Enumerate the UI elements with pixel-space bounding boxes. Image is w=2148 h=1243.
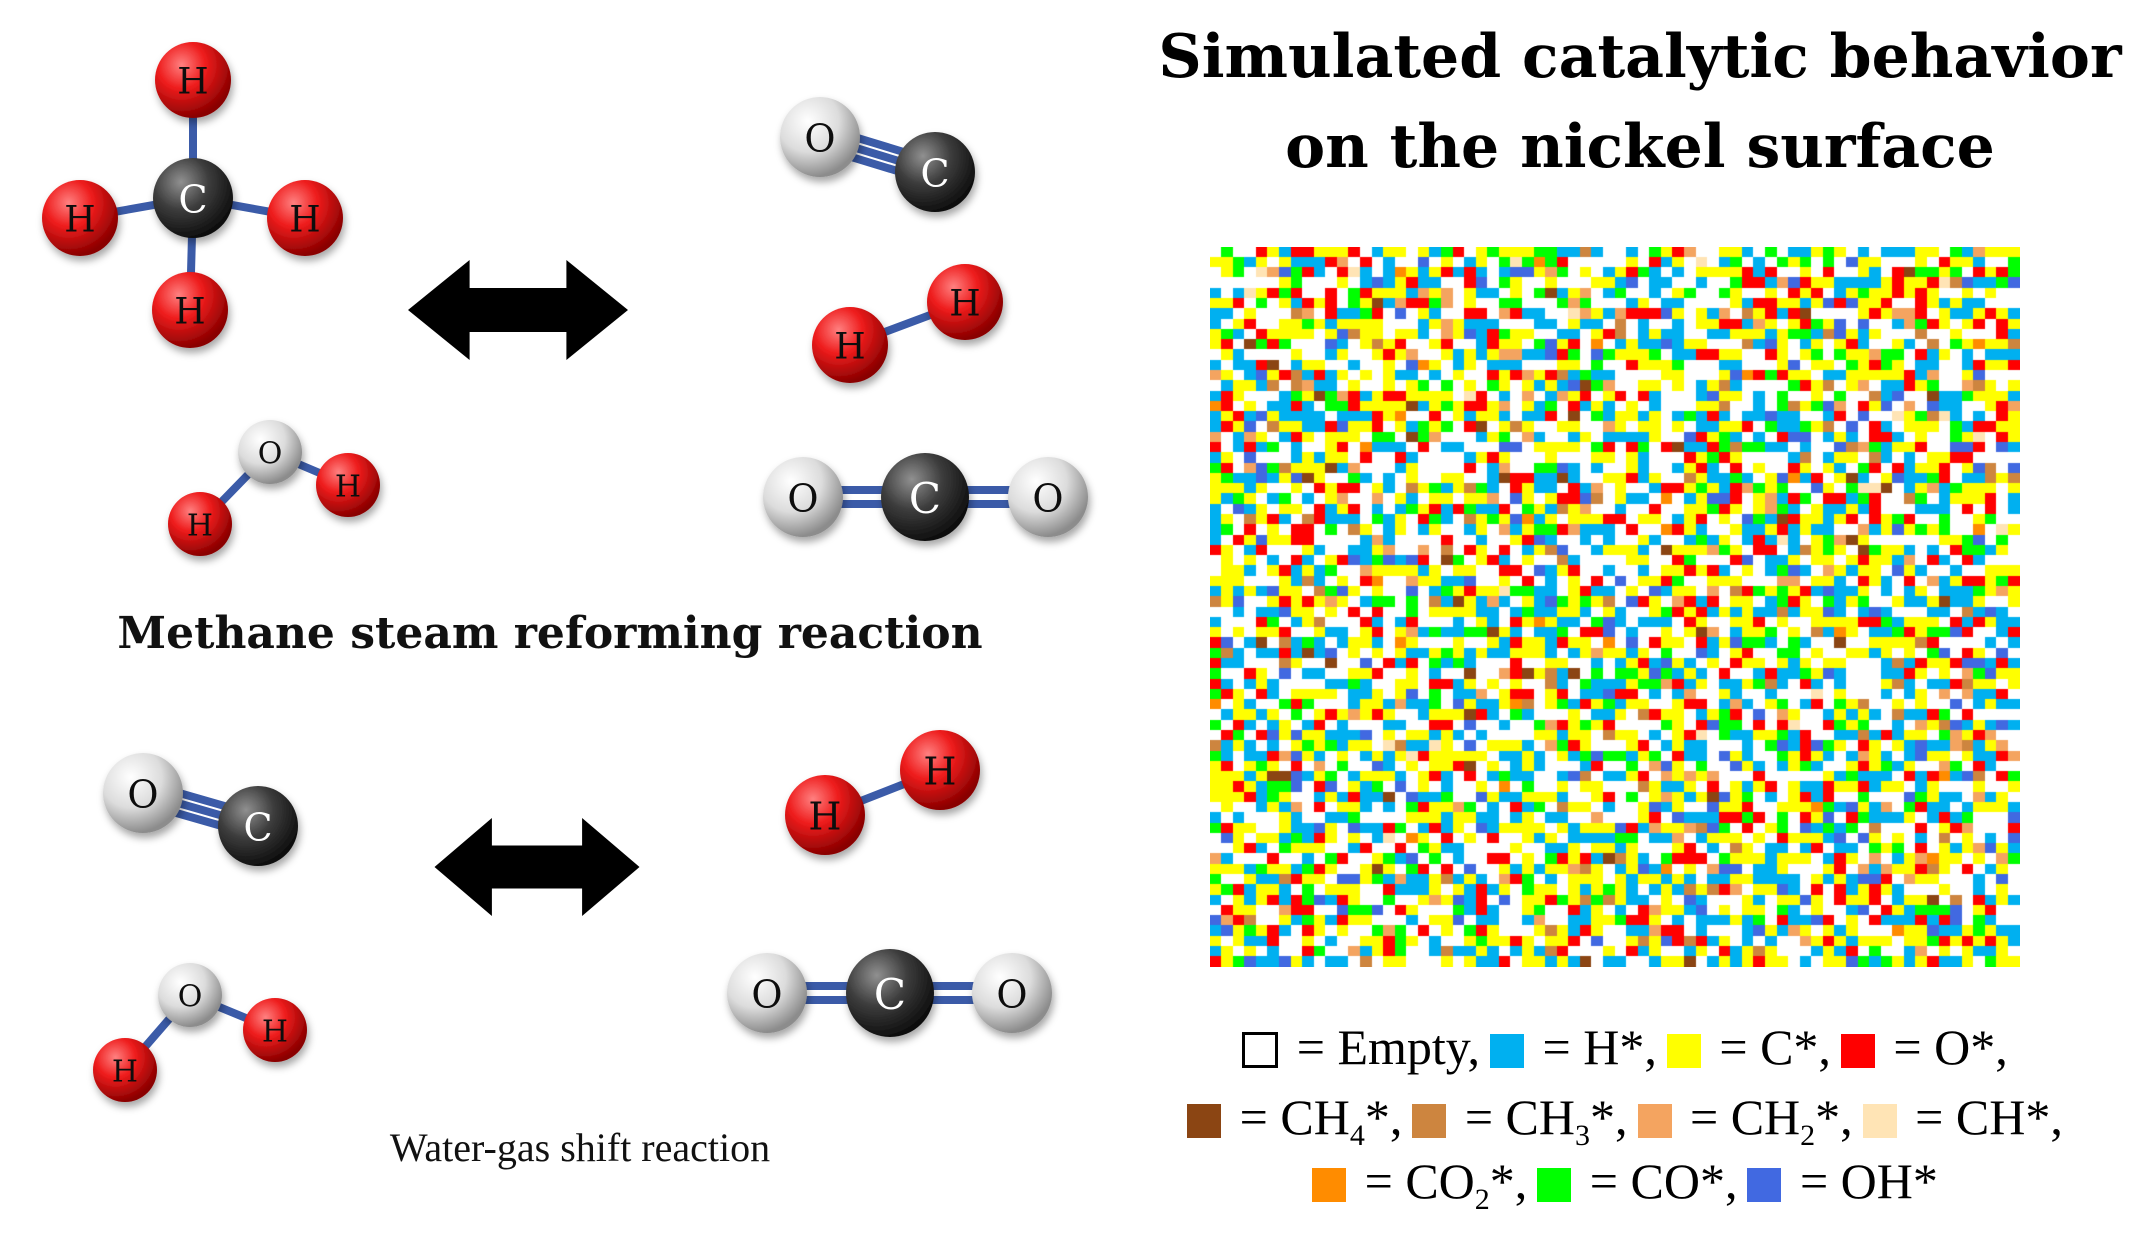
- legend-swatch: [1840, 1034, 1875, 1068]
- legend-item: = H*,: [1480, 1018, 1657, 1076]
- legend-swatch: [1666, 1034, 1701, 1068]
- hydrogen-label: H: [262, 1015, 288, 1050]
- water-hydrogen-atom: H: [243, 998, 307, 1062]
- water-hydrogen-atom: H: [168, 492, 232, 556]
- h2-hydrogen-atom: H: [927, 264, 1003, 340]
- legend-label: H*: [1583, 1019, 1645, 1075]
- carbon-label: C: [874, 970, 906, 1019]
- oxygen-label: O: [127, 772, 158, 816]
- oxygen-label: O: [804, 116, 835, 160]
- water-oxygen-atom: O: [238, 420, 302, 484]
- oxygen-label: O: [178, 980, 203, 1015]
- co2-oxygen-atom: O: [972, 953, 1052, 1033]
- methane-hydrogen-atom: H: [155, 42, 231, 118]
- legend-swatch: [1637, 1104, 1672, 1138]
- legend-label: CH: [1505, 1089, 1575, 1145]
- carbon-label: C: [178, 177, 207, 221]
- oxygen-label: O: [996, 972, 1027, 1016]
- co-oxygen-atom: O: [780, 97, 860, 177]
- carbon-label: C: [243, 805, 272, 849]
- legend-swatch: [1187, 1104, 1222, 1138]
- legend-row-1: = Empty, = H*, = C*, = O*,: [1120, 1018, 2120, 1076]
- water-hydrogen-atom: H: [93, 1038, 157, 1102]
- co-carbon-atom: C: [218, 786, 298, 866]
- legend-item: = CO*,: [1527, 1152, 1737, 1210]
- oxygen-label: O: [258, 437, 283, 472]
- legend-item: = CH4*,: [1177, 1088, 1402, 1153]
- co-carbon-atom: C: [895, 132, 975, 212]
- legend-item: = OH*: [1737, 1152, 1938, 1210]
- co2-oxygen-atom: O: [727, 953, 807, 1033]
- legend-label: CH: [1730, 1089, 1801, 1145]
- legend-swatch: [1242, 1032, 1279, 1068]
- legend-swatch: [1312, 1168, 1347, 1202]
- legend-label: O*: [1934, 1019, 1996, 1075]
- legend-subscript: 3: [1575, 1119, 1590, 1152]
- hydrogen-label: H: [112, 1055, 138, 1090]
- hydrogen-label: H: [177, 62, 208, 103]
- legend-item: = CO2*,: [1302, 1152, 1527, 1217]
- legend-subscript: 4: [1349, 1119, 1365, 1152]
- legend-label: CH*: [1955, 1089, 2051, 1145]
- nickel-surface-lattice: [1210, 247, 2020, 967]
- hydrogen-label: H: [949, 284, 980, 325]
- methane-carbon-atom: C: [153, 158, 233, 238]
- co2-oxygen-atom: O: [1008, 457, 1088, 537]
- methane-hydrogen-atom: H: [42, 180, 118, 256]
- legend-item: = Empty,: [1232, 1018, 1480, 1076]
- hydrogen-label: H: [174, 292, 205, 333]
- reaction-molecules: C H H H H O H H O C H H O C O O C O H H H H O C O: [42, 42, 1088, 1102]
- legend-label: OH*: [1840, 1153, 1938, 1209]
- water-gas-double-arrow: [434, 818, 640, 916]
- hydrogen-label: H: [64, 200, 95, 241]
- methane-hydrogen-atom: H: [267, 180, 343, 256]
- legend-swatch: [1490, 1034, 1525, 1068]
- title-line-1: Simulated catalytic behavior: [1158, 22, 2122, 92]
- water-gas-reaction-caption: Water-gas shift reaction: [389, 1125, 771, 1170]
- legend-label: CH: [1280, 1089, 1350, 1145]
- legend-item: = O*,: [1831, 1018, 2008, 1076]
- hydrogen-label: H: [808, 794, 841, 838]
- co-oxygen-atom: O: [103, 753, 183, 833]
- legend-subscript: 2: [1800, 1119, 1816, 1152]
- co2-oxygen-atom: O: [763, 457, 843, 537]
- oxygen-label: O: [787, 476, 818, 520]
- legend-row-3: = CO2*, = CO*, = OH*: [1120, 1152, 2120, 1217]
- title-line-2: on the nickel surface: [1285, 112, 1995, 182]
- water-oxygen-atom: O: [158, 963, 222, 1027]
- legend-label: Empty: [1337, 1019, 1468, 1075]
- h2-hydrogen-atom: H: [900, 730, 980, 810]
- hydrogen-label: H: [187, 509, 213, 544]
- legend-item: = CH2*,: [1628, 1088, 1853, 1153]
- oxygen-label: O: [1032, 476, 1063, 520]
- legend-label: CO*: [1630, 1153, 1725, 1209]
- legend-subscript: 2: [1474, 1183, 1490, 1216]
- methane-double-arrow: [408, 260, 628, 360]
- legend-row-2: = CH4*, = CH3*, = CH2*, = CH*,: [1120, 1088, 2120, 1153]
- hydrogen-label: H: [834, 327, 865, 368]
- legend-swatch: [1747, 1168, 1782, 1202]
- legend-item: = C*,: [1657, 1018, 1831, 1076]
- legend-swatch: [1412, 1104, 1447, 1138]
- legend-label: CO: [1405, 1153, 1475, 1209]
- legend-item: = CH*,: [1853, 1088, 2063, 1146]
- legend-item: = CH3*,: [1402, 1088, 1628, 1153]
- methane-reaction-caption: Methane steam reforming reaction: [117, 608, 983, 659]
- hydrogen-label: H: [289, 200, 320, 241]
- co2-carbon-atom: C: [881, 453, 969, 541]
- methane-hydrogen-atom: H: [152, 272, 228, 348]
- hydrogen-label: H: [335, 470, 361, 505]
- legend-swatch: [1537, 1168, 1572, 1202]
- water-hydrogen-atom: H: [316, 453, 380, 517]
- carbon-label: C: [920, 151, 949, 195]
- co2-carbon-atom: C: [846, 949, 934, 1037]
- legend-label: C*: [1760, 1019, 1819, 1075]
- oxygen-label: O: [751, 972, 782, 1016]
- hydrogen-label: H: [923, 749, 956, 793]
- h2-hydrogen-atom: H: [785, 775, 865, 855]
- legend-swatch: [1862, 1104, 1897, 1138]
- h2-hydrogen-atom: H: [812, 307, 888, 383]
- carbon-label: C: [909, 474, 941, 523]
